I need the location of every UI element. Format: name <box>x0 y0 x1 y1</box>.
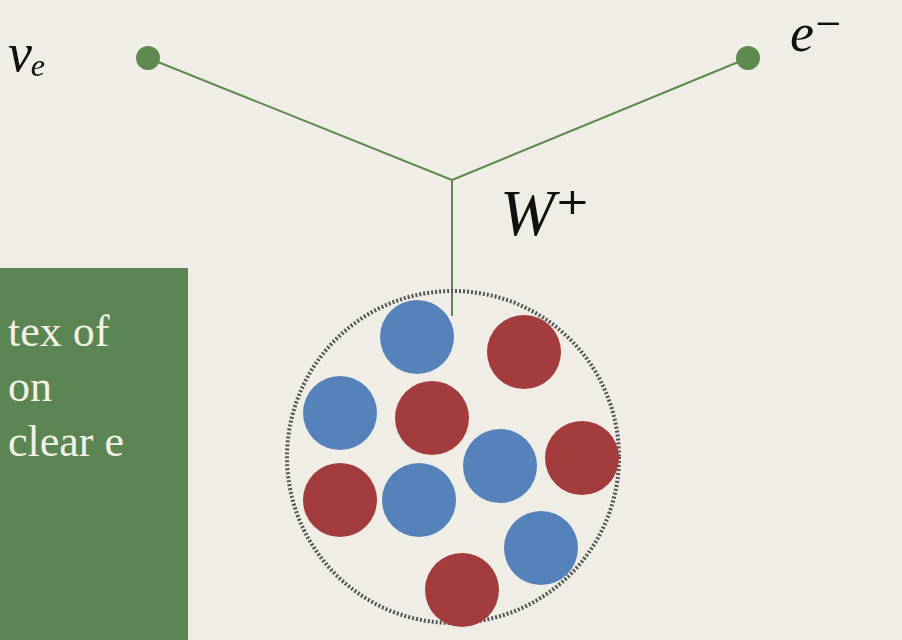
callout-box: tex of on clear e <box>0 268 188 640</box>
particle-label: νₑ <box>8 26 46 80</box>
boson-label: W⁺ <box>500 180 590 246</box>
electron-line <box>452 58 748 180</box>
particle-label: e⁻ <box>790 6 842 60</box>
w-boson-line <box>451 180 453 316</box>
callout-text: tex of on clear e <box>8 304 128 469</box>
particle-dot <box>736 46 760 70</box>
neutrino-line <box>148 58 452 180</box>
nucleons <box>303 300 619 627</box>
particle-dot <box>136 46 160 70</box>
